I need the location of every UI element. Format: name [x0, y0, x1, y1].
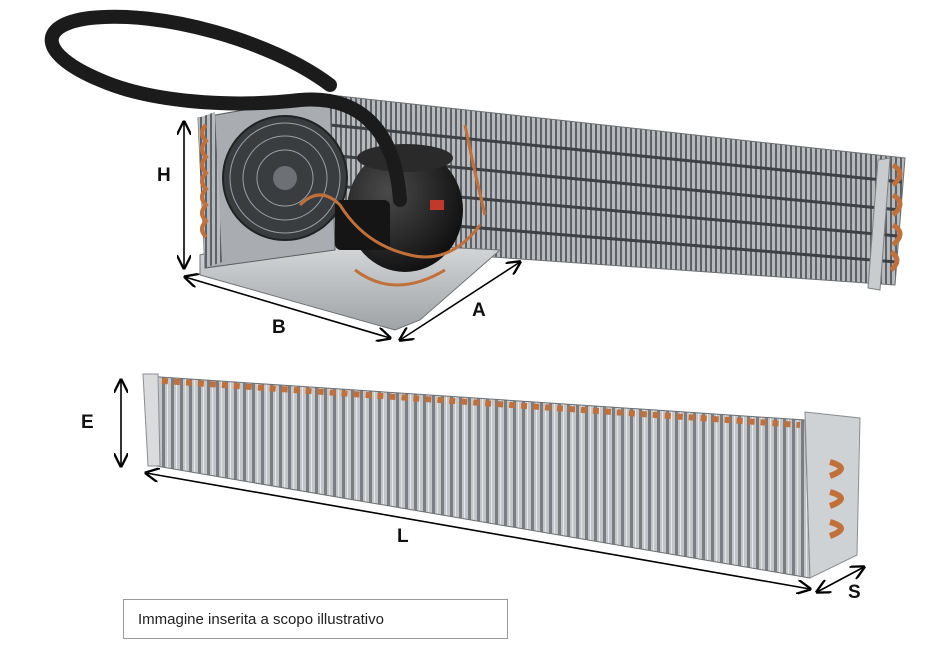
dimension-label-b: B [272, 317, 286, 338]
condensing-unit [44, 9, 906, 331]
dimension-label-a: A [472, 300, 486, 321]
dimension-arrows-bottom [121, 380, 864, 592]
arrow-s [817, 567, 864, 592]
fan-grille-icon [229, 122, 341, 234]
copper-tube-row [149, 377, 801, 428]
dimension-label-l: L [397, 526, 409, 547]
finned-coil-top [319, 94, 906, 291]
caption-box: Immagine inserita a scopo illustrativo [123, 599, 508, 639]
caption-text: Immagine inserita a scopo illustrativo [138, 611, 384, 628]
dimension-label-s: S [848, 582, 861, 603]
dimension-label-h: H [157, 165, 171, 186]
dimension-arrows-top [184, 122, 520, 340]
arrow-l [146, 473, 810, 589]
finned-coil-bottom [142, 373, 861, 579]
insulated-pipe [44, 9, 407, 207]
arrow-b [185, 277, 390, 338]
compressor [298, 124, 487, 287]
arrow-a [400, 262, 520, 340]
dimension-label-e: E [81, 412, 94, 433]
condenser-fan-box [197, 94, 348, 269]
